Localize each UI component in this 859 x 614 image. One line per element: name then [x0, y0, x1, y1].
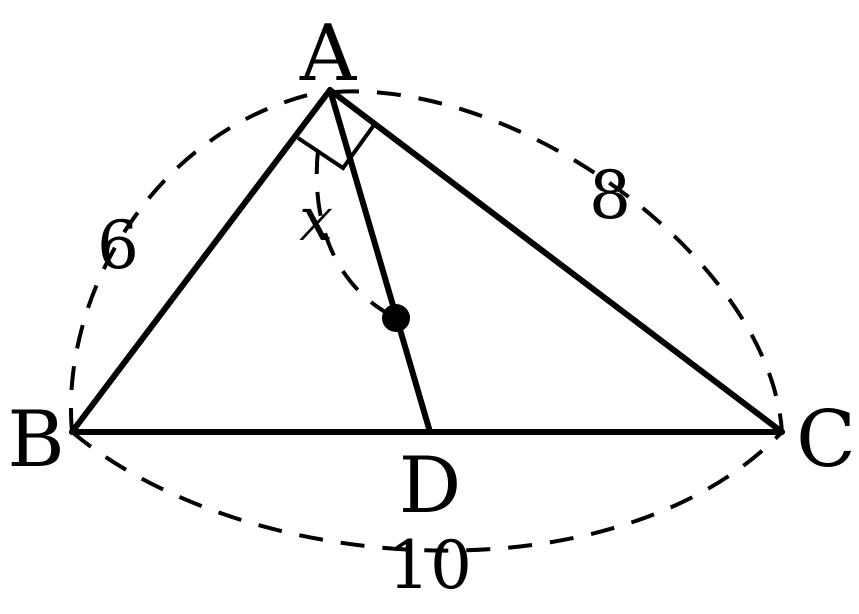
length-label-bc: 10: [388, 527, 472, 604]
dashed-arc-x: [314, 149, 397, 320]
dashed-arc-ac: [334, 89, 784, 433]
vertex-label-d: D: [399, 441, 462, 531]
segment-ad: [327, 87, 433, 435]
point-marker: [382, 304, 410, 332]
dashed-arc-ab: [69, 90, 321, 433]
vertex-label-a: A: [299, 9, 358, 99]
edge-ac: [327, 87, 785, 435]
vertex-label-b: B: [7, 395, 64, 485]
right-angle-marker: [296, 123, 376, 171]
length-label-ac: 8: [589, 157, 631, 234]
length-label-ab: 6: [97, 207, 139, 284]
vertex-label-c: C: [796, 395, 856, 485]
edge-ab: [69, 87, 333, 435]
dashed-arc-bc: [70, 430, 784, 553]
variable-label-x: x: [299, 185, 333, 255]
